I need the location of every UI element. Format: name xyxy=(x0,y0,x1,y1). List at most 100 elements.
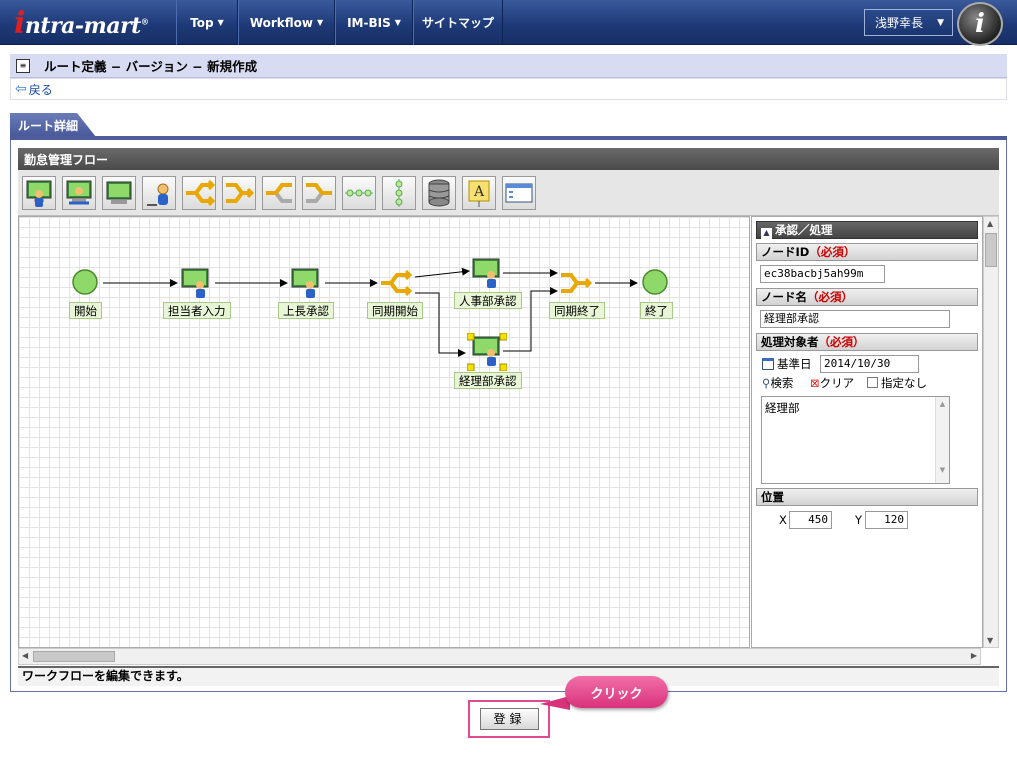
tool-vertical-line-button[interactable] xyxy=(382,176,416,210)
tool-horizontal-line-button[interactable] xyxy=(342,176,376,210)
scroll-right-icon[interactable]: ▶ xyxy=(970,651,977,660)
listbox-scrollbar[interactable]: ▲▼ xyxy=(935,397,949,483)
scroll-thumb[interactable] xyxy=(985,233,997,267)
section-approval-header[interactable]: ▲承認／処理 xyxy=(756,221,978,239)
nav-workflow[interactable]: Workflow▼ xyxy=(238,0,335,45)
target-list-item[interactable]: 経理部 xyxy=(765,401,800,415)
join-end-icon xyxy=(306,183,332,203)
node-id-field[interactable]: ec38bacbj5ah99m xyxy=(760,265,885,283)
flow-canvas[interactable]: 開始 担当者入力 上長承認 同期開始 人事部承認 経理部承認 xyxy=(18,216,750,648)
clipboard-icon: ≡ xyxy=(16,58,30,73)
flow-edges xyxy=(103,267,638,357)
node-input-label[interactable]: 担当者入力 xyxy=(163,302,231,319)
tool-branch-end-button[interactable] xyxy=(222,176,256,210)
page-title-bar: ≡ ルート定義 − バージョン − 新規作成 xyxy=(10,54,1007,78)
node-hr-approval[interactable] xyxy=(471,257,503,292)
tool-text-button[interactable]: A xyxy=(462,176,496,210)
clear-label: クリア xyxy=(819,376,855,390)
nav-sitemap[interactable]: サイトマップ xyxy=(413,0,503,45)
selection-handle[interactable] xyxy=(466,363,475,372)
callout-tail xyxy=(540,696,570,710)
top-header xyxy=(0,0,1017,45)
tool-database-button[interactable] xyxy=(422,176,456,210)
required-mark: （必須） xyxy=(818,335,865,349)
user-name: 浅野幸長 xyxy=(875,16,924,30)
node-boss-approval[interactable] xyxy=(290,267,322,302)
intra-mart-logo[interactable]: intra-mart® xyxy=(14,6,149,41)
tool-user-task-button[interactable] xyxy=(22,176,56,210)
node-end-label[interactable]: 終了 xyxy=(640,302,673,319)
node-sync-start-label[interactable]: 同期開始 xyxy=(367,302,423,319)
node-sync-end-label[interactable]: 同期終了 xyxy=(549,302,605,319)
tab-route-detail[interactable]: ルート詳細 xyxy=(10,113,96,137)
unspecified-label: 指定なし xyxy=(881,376,927,390)
tool-user-button[interactable] xyxy=(142,176,176,210)
calendar-icon[interactable] xyxy=(762,358,774,370)
node-name-label: ノード名（必須） xyxy=(756,288,978,306)
branch-start-icon xyxy=(186,179,216,207)
node-boss-approval-label[interactable]: 上長承認 xyxy=(278,302,334,319)
tool-approval-task-button[interactable] xyxy=(62,176,96,210)
chevron-down-icon: ▼ xyxy=(217,18,224,27)
node-start-label[interactable]: 開始 xyxy=(69,302,102,319)
collapse-icon[interactable]: ▲ xyxy=(761,228,772,239)
properties-scrollbar[interactable]: ▲▼ xyxy=(983,216,999,648)
tool-join-start-button[interactable] xyxy=(262,176,296,210)
node-sync-start[interactable] xyxy=(379,267,415,302)
chevron-down-icon: ▼ xyxy=(394,18,401,27)
tool-branch-start-button[interactable] xyxy=(182,176,216,210)
end-circle-icon xyxy=(642,269,668,295)
nav-im-bis[interactable]: IM-BIS▼ xyxy=(335,0,413,45)
register-button[interactable]: 登録 xyxy=(480,708,539,730)
canvas-horizontal-scrollbar[interactable]: ◀▶ xyxy=(18,648,981,665)
tool-system-task-button[interactable] xyxy=(102,176,136,210)
node-sync-end[interactable] xyxy=(559,267,595,302)
x-field[interactable]: 450 xyxy=(789,511,832,529)
node-end[interactable] xyxy=(641,268,669,299)
svg-text:A: A xyxy=(473,184,485,200)
node-name-field[interactable]: 経理部承認 xyxy=(760,310,950,328)
selection-handle[interactable] xyxy=(499,363,508,372)
horizontal-line-icon xyxy=(345,189,373,197)
tool-window-button[interactable] xyxy=(502,176,536,210)
node-start[interactable] xyxy=(71,268,99,299)
back-link[interactable]: 戻る xyxy=(28,82,53,97)
x-label: X xyxy=(779,513,787,527)
node-hr-approval-label[interactable]: 人事部承認 xyxy=(454,292,522,309)
vertical-line-icon xyxy=(395,179,403,207)
base-date-field[interactable]: 2014/10/30 xyxy=(820,355,919,373)
nav-top[interactable]: Top▼ xyxy=(176,0,238,45)
base-date-row: 基準日 xyxy=(762,356,812,372)
search-link[interactable]: ⚲検索 xyxy=(762,375,793,391)
selection-handle[interactable] xyxy=(499,332,508,341)
user-menu[interactable]: 浅野幸長▼ xyxy=(864,9,953,36)
scroll-thumb[interactable] xyxy=(33,651,115,662)
tool-join-end-button[interactable] xyxy=(302,176,336,210)
nav-im-bis-label: IM-BIS xyxy=(347,15,391,30)
position-label-text: 位置 xyxy=(761,490,784,504)
scroll-down-icon[interactable]: ▼ xyxy=(987,636,994,645)
nav-sitemap-label: サイトマップ xyxy=(421,16,494,30)
selection-handle[interactable] xyxy=(466,332,475,341)
status-bar: ワークフローを編集できます。 xyxy=(18,666,999,686)
node-accounting-approval-label[interactable]: 経理部承認 xyxy=(454,372,522,389)
clear-link[interactable]: ⊠クリア xyxy=(810,375,854,391)
base-date-label: 基準日 xyxy=(777,357,812,371)
y-label: Y xyxy=(855,513,863,527)
checkbox-icon[interactable] xyxy=(867,377,878,388)
y-field[interactable]: 120 xyxy=(865,511,908,529)
target-listbox[interactable]: 経理部 ▲▼ xyxy=(761,396,950,484)
unspecified-checkbox[interactable]: 指定なし xyxy=(867,375,927,391)
node-id-label-text: ノードID xyxy=(761,245,810,259)
node-input[interactable] xyxy=(180,267,212,302)
node-accounting-approval[interactable] xyxy=(466,332,508,372)
scroll-left-icon[interactable]: ◀ xyxy=(22,651,29,660)
scroll-up-icon[interactable]: ▲ xyxy=(987,219,994,228)
search-icon: ⚲ xyxy=(762,376,771,390)
back-arrow-icon[interactable]: ⇦ xyxy=(15,81,27,97)
monitor-user-icon xyxy=(291,268,319,298)
monitor-icon xyxy=(106,181,132,204)
branch-start-icon xyxy=(381,269,413,297)
target-label-text: 処理対象者 xyxy=(761,335,819,349)
user-icon xyxy=(147,183,169,206)
